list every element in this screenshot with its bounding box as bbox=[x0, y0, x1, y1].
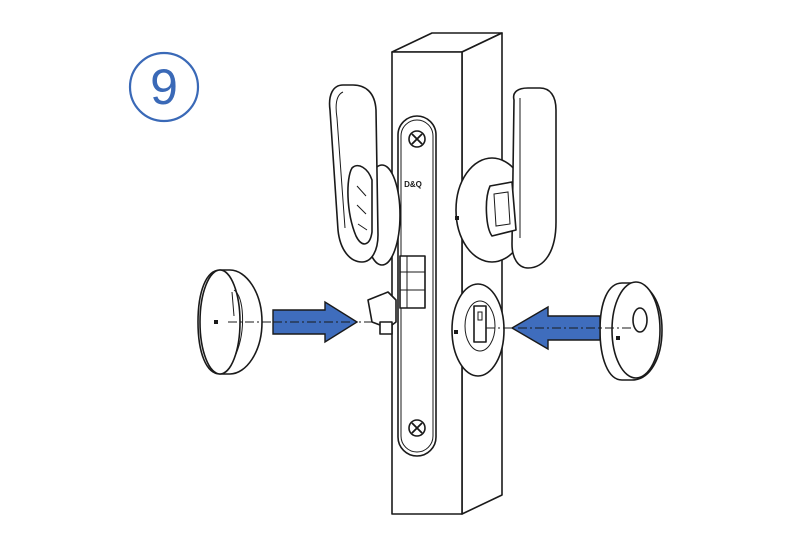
left-lever-handle bbox=[328, 84, 401, 266]
mortise-face-plate bbox=[397, 115, 437, 457]
right-lever-handle bbox=[455, 87, 557, 269]
thumb-turn-left bbox=[367, 291, 397, 335]
step-badge-circle bbox=[128, 51, 200, 123]
top-screw-icon bbox=[408, 130, 426, 148]
right-escutcheon bbox=[599, 281, 663, 381]
right-arrow-icon bbox=[510, 305, 601, 351]
latch-bolt bbox=[399, 255, 426, 309]
right-inner-rose bbox=[451, 283, 505, 377]
plate-brand-label: D&Q bbox=[404, 180, 422, 189]
bottom-screw-icon bbox=[408, 419, 426, 437]
step-number: 9 bbox=[150, 59, 178, 115]
left-arrow-icon bbox=[272, 300, 359, 344]
